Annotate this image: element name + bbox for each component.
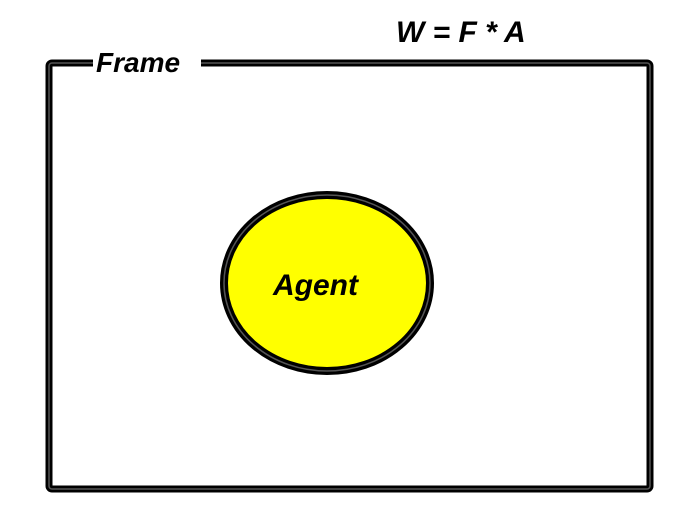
agent-ellipse-inner-line xyxy=(223,194,431,372)
frame-border-inner xyxy=(48,62,651,490)
frame-label: Frame xyxy=(96,47,180,78)
frame-box xyxy=(45,59,654,493)
agent-label: Agent xyxy=(272,269,360,302)
agent-node xyxy=(220,191,434,375)
frame-label-backdrop xyxy=(93,46,201,76)
formula-text: W = F * A xyxy=(396,16,526,49)
